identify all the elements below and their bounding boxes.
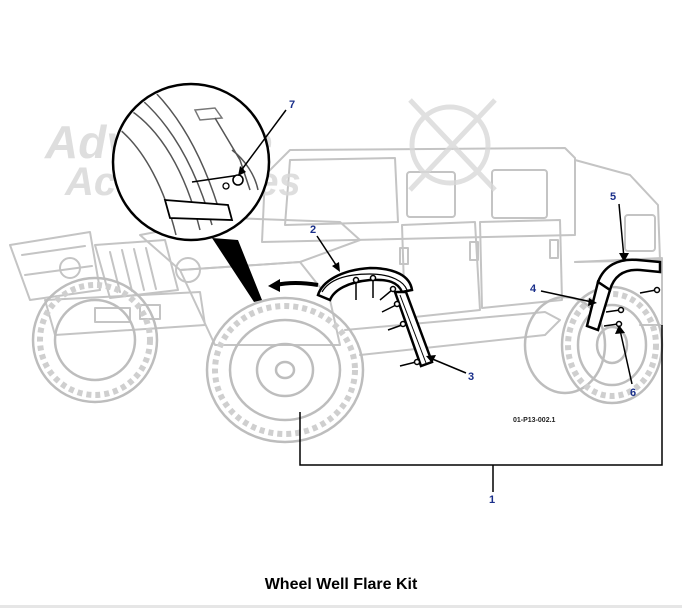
vehicle-door-handle-rear	[549, 239, 559, 259]
wheel-rear-far	[523, 295, 607, 395]
callout-7: 7	[289, 99, 295, 111]
wheels	[31, 276, 664, 444]
front-flare	[316, 266, 414, 302]
wheel-front-near	[205, 296, 365, 444]
callout-4: 4	[530, 283, 537, 295]
callout-2: 2	[310, 224, 316, 236]
vehicle-bumper	[44, 291, 206, 336]
vehicle-window-rear	[491, 169, 548, 219]
vehicle-headlight	[175, 257, 201, 283]
front-flare-extension	[393, 290, 434, 368]
vehicle-door-handle-front	[469, 241, 479, 261]
vehicle-drawing	[9, 147, 663, 356]
vehicle-rear-quarter	[574, 257, 663, 326]
tire-treads	[37, 282, 659, 437]
vehicle-windshield	[284, 157, 399, 226]
vehicle-hinge	[399, 247, 409, 265]
vehicle-window-front	[406, 171, 456, 218]
rear-flare-extension	[585, 279, 612, 332]
callout-1: 1	[489, 494, 495, 506]
watermark-logo-x	[408, 98, 497, 192]
vehicle-grille	[94, 239, 179, 299]
drawing-code: 01-P13-002.1	[513, 417, 556, 424]
vehicle-rear-body	[574, 159, 661, 263]
rear-flare	[596, 258, 662, 292]
callout-3: 3	[468, 371, 474, 383]
vehicle-brush-guard	[9, 231, 101, 301]
leader-arrowheads	[238, 166, 629, 363]
vehicle-rocker	[344, 311, 561, 356]
leader-lines	[239, 109, 663, 492]
install-arrow	[275, 281, 319, 287]
vehicle-rear-door	[479, 219, 563, 309]
wheel-front-far	[31, 276, 159, 404]
rear-fasteners	[603, 286, 661, 328]
vehicle-roof	[261, 147, 576, 243]
callout-5: 5	[610, 191, 616, 203]
front-fasteners	[352, 274, 421, 367]
callout-6: 6	[630, 387, 636, 399]
detail-magnifier	[111, 82, 271, 302]
vehicle-fender-front	[179, 261, 341, 346]
bottom-divider	[0, 605, 682, 608]
figure-caption: Wheel Well Flare Kit	[264, 576, 418, 593]
